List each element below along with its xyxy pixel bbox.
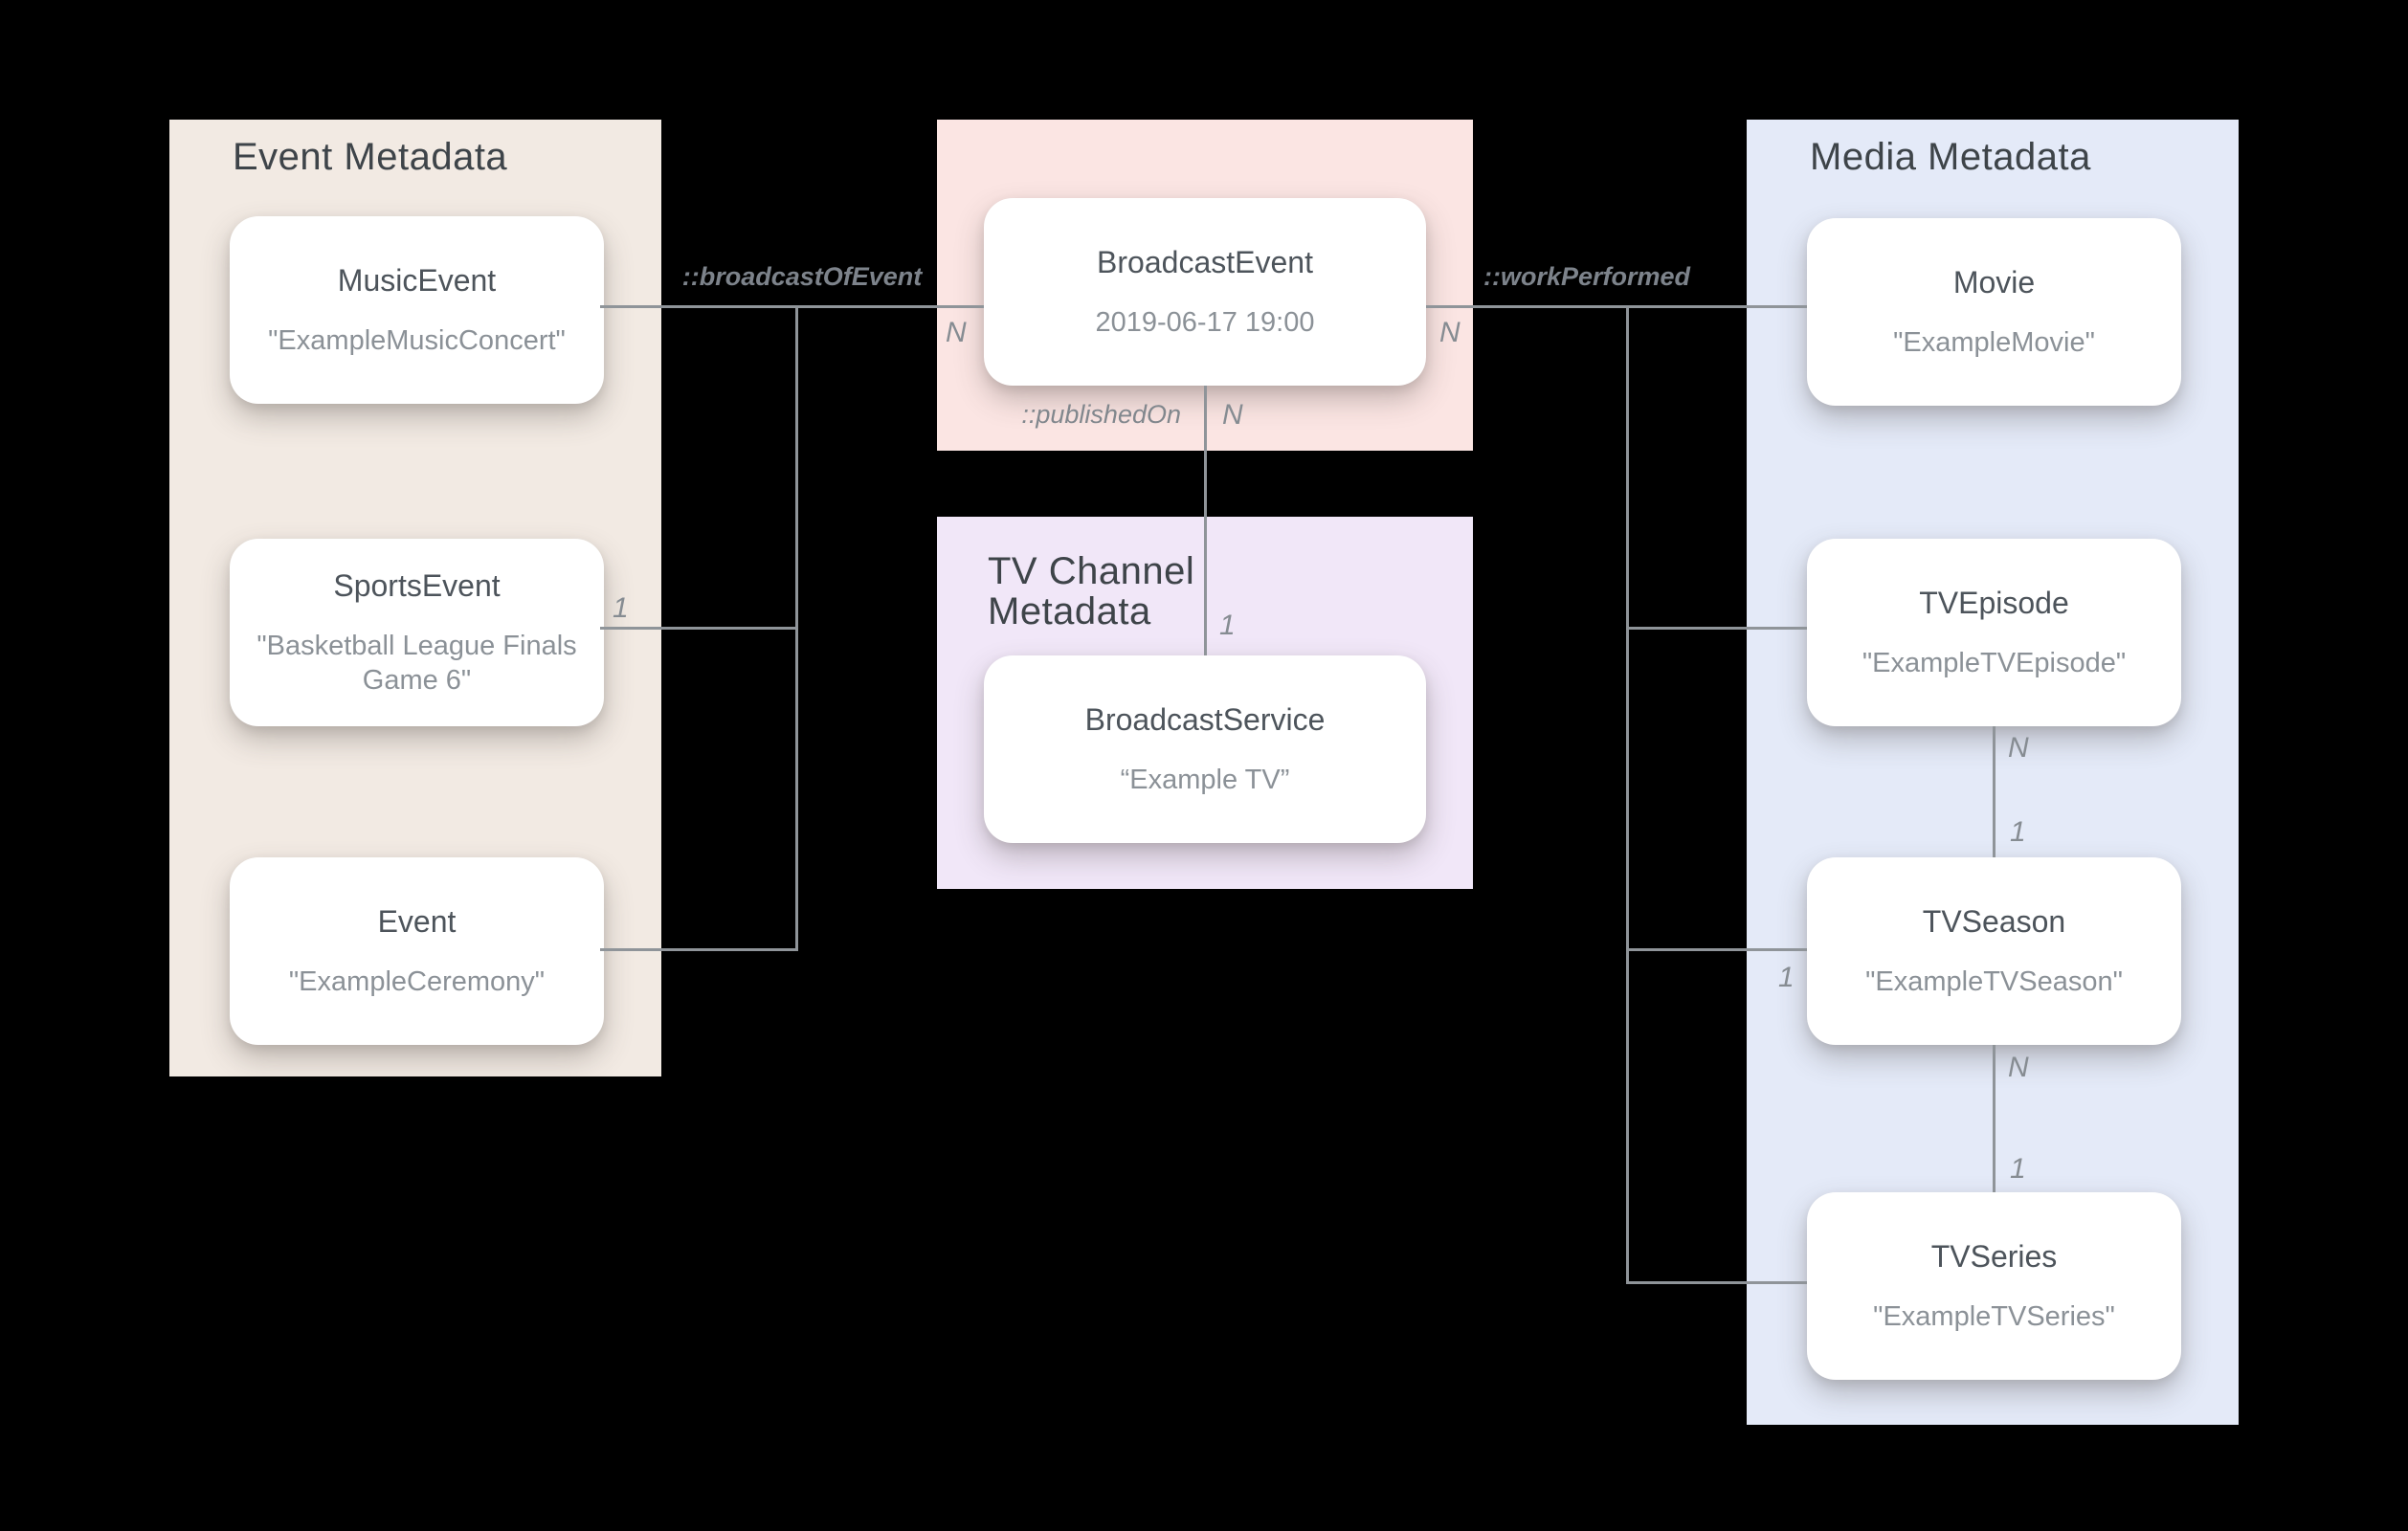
relation-published-on-label: ::publishedOn <box>1021 400 1181 429</box>
line-tvseason-to-tvseries <box>1993 1045 1996 1192</box>
line-sportsevent-branch <box>600 627 798 630</box>
cardinality-tvseason-n: N <box>2008 1052 2029 1083</box>
event-panel-title: Event Metadata <box>233 136 508 178</box>
tv-episode-value: "ExampleTVEpisode" <box>1862 648 2127 678</box>
cardinality-tvepisode-n: N <box>2008 732 2029 764</box>
cardinality-broadcastofevent-n: N <box>946 317 967 348</box>
broadcast-event-value: 2019-06-17 19:00 <box>1095 307 1315 338</box>
cardinality-workperformed-n: N <box>1439 317 1460 348</box>
event-value: "ExampleCeremony" <box>288 966 546 997</box>
sports-event-card: SportsEvent "Basketball League Finals Ga… <box>230 539 604 726</box>
line-media-junction-vertical <box>1626 305 1629 1284</box>
cardinality-tvseries-1: 1 <box>2010 1153 2026 1185</box>
line-musicevent-to-broadcastevent <box>600 305 984 308</box>
cardinality-publishedon-n: N <box>1222 399 1243 431</box>
line-event-branch <box>600 948 798 951</box>
line-tvseries-branch <box>1626 1281 1807 1284</box>
tv-season-value: "ExampleTVSeason" <box>1865 966 2123 997</box>
broadcast-service-name: BroadcastService <box>1084 702 1326 737</box>
line-tvseason-branch <box>1626 948 1807 951</box>
broadcast-event-card: BroadcastEvent 2019-06-17 19:00 <box>984 198 1426 386</box>
tv-episode-card: TVEpisode "ExampleTVEpisode" <box>1807 539 2181 726</box>
music-event-value: "ExampleMusicConcert" <box>268 325 566 356</box>
event-metadata-panel: Event Metadata MusicEvent "ExampleMusicC… <box>169 120 661 1076</box>
tv-season-card: TVSeason "ExampleTVSeason" <box>1807 857 2181 1045</box>
sports-event-name: SportsEvent <box>333 568 501 603</box>
movie-card: Movie "ExampleMovie" <box>1807 218 2181 406</box>
music-event-name: MusicEvent <box>337 263 497 298</box>
cardinality-sportsevent-1: 1 <box>613 592 629 624</box>
broadcast-service-value: “Example TV” <box>1120 765 1290 795</box>
broadcast-event-panel: BroadcastEvent 2019-06-17 19:00 <box>937 120 1473 451</box>
tv-season-name: TVSeason <box>1922 904 2066 939</box>
movie-name: Movie <box>1952 265 2036 300</box>
relation-work-performed-label: ::workPerformed <box>1483 262 1691 291</box>
cardinality-tvseason-branch-1: 1 <box>1778 962 1795 993</box>
cardinality-tvseason-1: 1 <box>2010 816 2026 848</box>
relation-broadcast-of-event-label: ::broadcastOfEvent <box>681 262 923 291</box>
event-name: Event <box>377 904 457 939</box>
sports-event-value: "Basketball League Finals Game 6" <box>256 631 577 696</box>
line-tvepisode-branch <box>1626 627 1807 630</box>
event-card: Event "ExampleCeremony" <box>230 857 604 1045</box>
media-panel-title: Media Metadata <box>1810 136 2091 178</box>
movie-value: "ExampleMovie" <box>1893 327 2095 358</box>
tv-series-value: "ExampleTVSeries" <box>1873 1301 2115 1332</box>
music-event-card: MusicEvent "ExampleMusicConcert" <box>230 216 604 404</box>
tv-series-card: TVSeries "ExampleTVSeries" <box>1807 1192 2181 1380</box>
cardinality-publishedon-1: 1 <box>1219 610 1236 641</box>
tv-series-name: TVSeries <box>1930 1239 2058 1274</box>
broadcast-service-card: BroadcastService “Example TV” <box>984 655 1426 843</box>
broadcast-event-name: BroadcastEvent <box>1097 245 1313 279</box>
line-broadcastevent-to-movie <box>1426 305 1807 308</box>
line-tvepisode-to-tvseason <box>1993 726 1996 857</box>
tv-episode-name: TVEpisode <box>1919 586 2069 620</box>
tv-channel-panel-title: TV Channel Metadata <box>988 550 1195 632</box>
line-publishedon-vertical <box>1204 386 1207 655</box>
